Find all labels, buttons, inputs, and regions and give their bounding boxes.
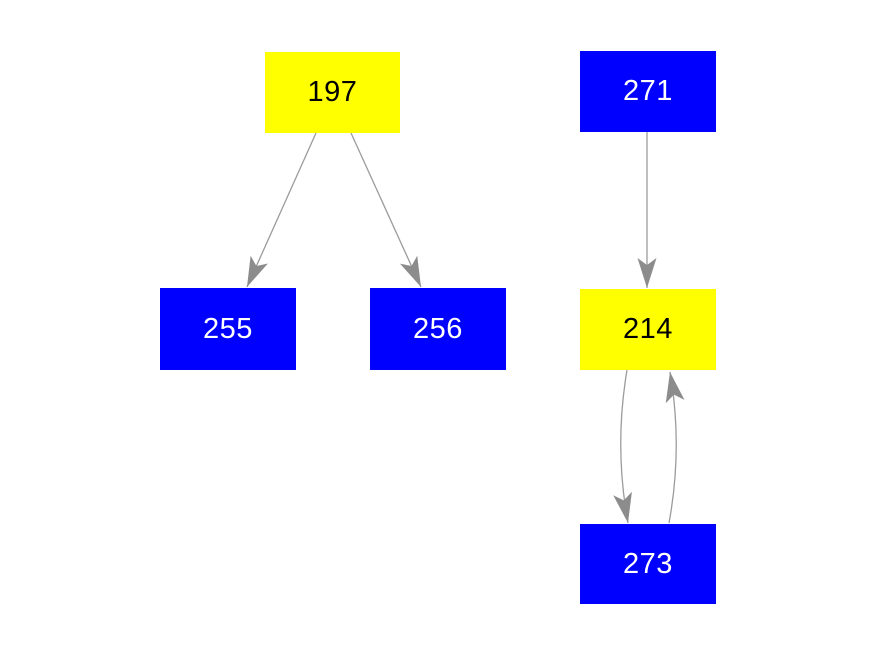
node-255: 255 bbox=[160, 288, 296, 370]
node-label: 256 bbox=[413, 312, 463, 345]
edge-197-to-255 bbox=[246, 132, 317, 288]
node-label: 197 bbox=[307, 76, 358, 108]
edge-214-to-273 bbox=[613, 369, 632, 524]
node-label: 255 bbox=[203, 312, 253, 345]
node-273: 273 bbox=[580, 524, 716, 604]
node-label: 273 bbox=[623, 547, 673, 580]
edge-273-to-214 bbox=[665, 371, 685, 524]
edge-197-to-256 bbox=[350, 132, 422, 288]
node-271: 271 bbox=[580, 51, 716, 132]
node-label: 271 bbox=[623, 75, 673, 107]
node-256: 256 bbox=[370, 288, 506, 370]
node-214: 214 bbox=[580, 289, 716, 370]
node-197: 197 bbox=[265, 52, 400, 133]
node-label: 214 bbox=[623, 313, 673, 345]
